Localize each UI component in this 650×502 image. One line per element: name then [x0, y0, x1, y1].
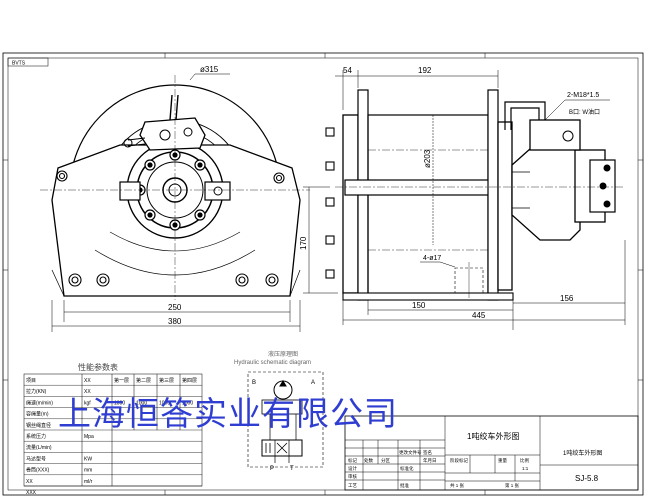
perf-cell: XX — [84, 389, 91, 395]
dim-drum-diameter: ø315 — [200, 65, 219, 74]
inner-border — [7, 57, 639, 491]
dim-total-length: 445 — [472, 311, 486, 320]
tb-h-sign: 签名 — [423, 449, 432, 456]
perf-cell: ml/r — [84, 479, 93, 485]
perf-cell: 1000 — [114, 400, 125, 406]
dim-port-thread: 2-M18*1.5 — [567, 92, 599, 99]
dim-motor-length: 156 — [560, 294, 574, 303]
perf-header-cell: XX — [84, 378, 91, 384]
perf-cell: 绳速(m/min) — [26, 399, 53, 406]
side-dims — [303, 70, 626, 330]
tb-h-check: 审核 — [348, 473, 357, 480]
tb-h-zone: 分区 — [381, 457, 390, 464]
tb-h-process: 工艺 — [348, 483, 357, 488]
perf-header-cell: 项目 — [26, 378, 36, 384]
hydraulic-port-a: A — [311, 380, 315, 386]
dim-base-width: 250 — [168, 303, 182, 312]
hydraulic-title-cn: 液压原理图 — [268, 350, 298, 358]
dim-height: 170 — [299, 236, 308, 250]
outer-border — [2, 52, 644, 496]
perf-cell: 容绳量(m) — [26, 411, 49, 418]
dim-holes: 4-ø17 — [423, 255, 441, 262]
tb-h-approve: 批准 — [400, 482, 409, 489]
perf-header-cell: 第四层 — [182, 377, 197, 384]
perf-table-rows: 项目 XX 第一层第二层 第三层 第四层拉力(KN) XX 绳速(m/min) kgf 1000… — [24, 377, 202, 496]
dim-base-length: 150 — [412, 301, 426, 310]
company-watermark-text: 上海恒答实业有限公司 — [58, 394, 398, 433]
perf-cell: 卷筒(XXX) — [26, 467, 50, 474]
tb-h-std: 标准化 — [400, 465, 414, 472]
tb-h-docno: 更改文件号 — [399, 449, 422, 456]
drawing-number: SJ-5.8 — [575, 474, 599, 483]
dim-port-label: B口: W油口 — [569, 108, 600, 116]
perf-cell: 钢丝绳直径 — [26, 422, 51, 429]
tb-weight-label: 重量 — [498, 457, 507, 464]
tb-h-design: 设计 — [348, 465, 357, 472]
base-plate — [342, 292, 514, 301]
hydraulic-schematic — [247, 371, 324, 468]
side-view — [325, 89, 625, 301]
front-dims — [51, 73, 301, 332]
perf-header-cell: 第二层 — [136, 377, 151, 384]
perf-cell: 系统压力 — [26, 433, 46, 440]
drawing-name: 1吨绞车外形图 — [467, 431, 519, 441]
tb-scale-value: 1:1 — [522, 466, 529, 471]
perf-cell: 马达型号 — [26, 455, 46, 462]
zone-ticks — [3, 53, 643, 495]
directional-valve — [261, 439, 303, 457]
tb-h-date: 年月日 — [423, 457, 437, 464]
hydraulic-port-b: B — [252, 380, 256, 386]
tb-h-mark: 标记 — [348, 457, 357, 464]
dim-left-flange: 54 — [343, 66, 352, 75]
corner-tag-box — [7, 57, 49, 67]
valve-block — [139, 117, 206, 151]
tb-sheet-no: 第 1 张 — [505, 482, 520, 489]
right-flange — [487, 89, 499, 301]
perf-cell: KW — [84, 456, 92, 462]
perf-cell: 流量(L/min) — [26, 444, 52, 451]
drawing-name-2: 1吨绞车外形图 — [563, 449, 602, 457]
hydraulic-port-t: T — [290, 466, 294, 472]
hydraulic-port-p: P — [270, 466, 274, 472]
perf-table-title: 性能参数表 — [78, 362, 118, 372]
corner-tag: BVTS — [12, 61, 26, 67]
hydraulic-motor — [511, 139, 581, 241]
tb-stage-label: 阶段标记 — [450, 457, 468, 464]
tb-scale-label: 比例 — [520, 457, 529, 464]
perf-cell: XXX — [26, 490, 37, 496]
dim-drum-core: ø203 — [423, 149, 432, 168]
dim-total-width: 380 — [168, 317, 182, 326]
dim-drum-length: 192 — [418, 66, 432, 75]
perf-cell: XX — [26, 479, 33, 485]
perf-cell: mm — [84, 468, 92, 474]
title-block-grid — [344, 415, 639, 491]
perf-cell: 1000 — [136, 400, 147, 406]
perf-cell: 1000 — [182, 400, 193, 406]
tb-h-count: 处数 — [364, 457, 373, 464]
perf-cell: kgf — [84, 400, 91, 406]
tb-sheets-total: 共 1 张 — [450, 482, 465, 489]
perf-cell: 1000 — [159, 400, 170, 406]
side-flange-bolts — [325, 127, 335, 279]
front-view — [40, 75, 310, 300]
bracket-bolts — [56, 170, 285, 287]
hydraulic-title-en: Hydraulic schematic diagram — [234, 360, 311, 366]
perf-header-cell: 第一层 — [114, 377, 129, 384]
left-flange — [342, 114, 359, 294]
perf-cell: Mpa — [84, 434, 94, 440]
perf-header-cell: 第三层 — [159, 377, 174, 384]
perf-cell: 拉力(KN) — [26, 388, 47, 395]
